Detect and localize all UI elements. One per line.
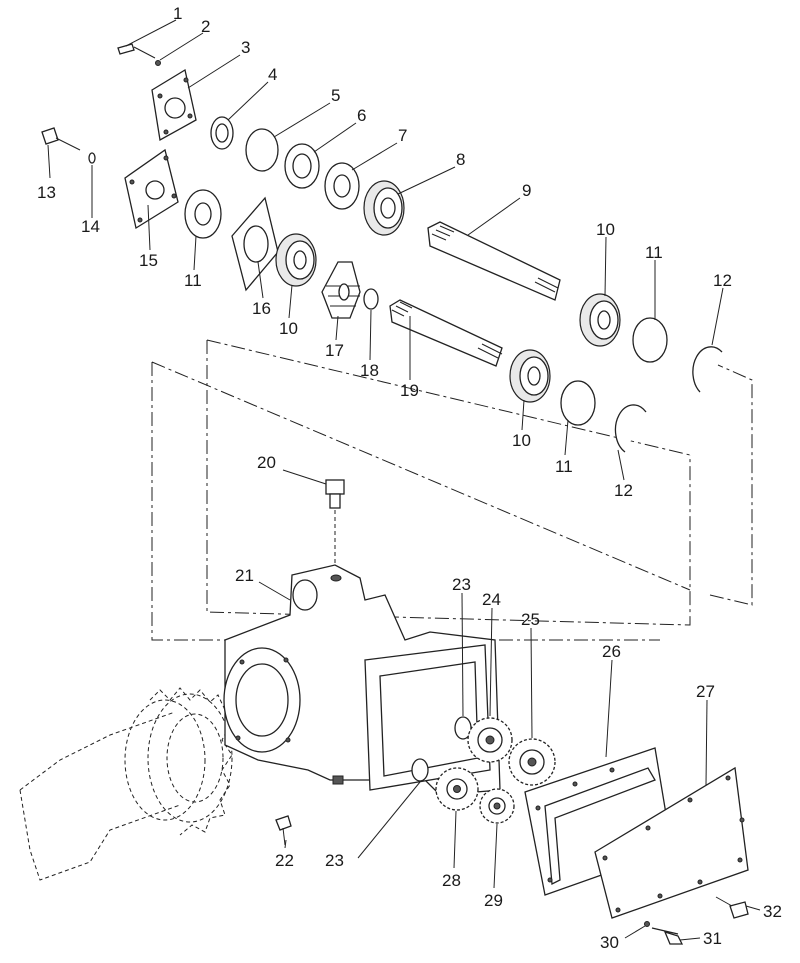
gear-29 xyxy=(479,788,515,824)
washer-30 xyxy=(644,921,650,927)
callout-24: 24 xyxy=(482,590,501,609)
callout-25: 25 xyxy=(521,610,540,629)
callout-10-upper: 10 xyxy=(596,220,615,239)
callout-27: 27 xyxy=(696,682,715,701)
callout-12-lower: 12 xyxy=(614,481,633,500)
washer-14 xyxy=(88,152,96,164)
gear-25 xyxy=(508,738,556,786)
callout-18: 18 xyxy=(360,361,379,380)
bearing-cover-3 xyxy=(151,68,197,142)
gear-28 xyxy=(435,767,479,811)
callout-15: 15 xyxy=(139,251,158,270)
bolt-31 xyxy=(651,927,684,945)
callout-13: 13 xyxy=(37,183,56,202)
callout-20: 20 xyxy=(257,453,276,472)
callout-10-lower: 10 xyxy=(512,431,531,450)
leader-lines xyxy=(47,19,761,941)
bolt-22 xyxy=(275,815,292,846)
callout-7: 7 xyxy=(398,126,407,145)
collar-18 xyxy=(363,288,379,310)
screw-1 xyxy=(117,43,156,59)
bearing-10-upper xyxy=(579,293,621,347)
bearing-8 xyxy=(363,180,405,236)
callout-11-left: 11 xyxy=(184,271,202,290)
bolt-32 xyxy=(729,901,749,919)
callout-22: 22 xyxy=(275,851,294,870)
washer-7 xyxy=(324,162,360,210)
bearing-10-lower xyxy=(509,349,551,403)
gear-24 xyxy=(467,717,513,763)
washer-2 xyxy=(155,60,161,66)
bushing-6 xyxy=(284,143,320,189)
callout-5: 5 xyxy=(331,86,340,105)
callout-10-left: 10 xyxy=(279,319,298,338)
callout-31: 31 xyxy=(703,929,722,948)
o-ring-5 xyxy=(245,128,279,172)
callout-19: 19 xyxy=(400,381,419,400)
callout-21: 21 xyxy=(235,566,254,585)
callout-11-upper: 11 xyxy=(645,243,663,262)
bearing-cover-15 xyxy=(124,148,179,230)
callout-2: 2 xyxy=(201,17,210,36)
callout-9: 9 xyxy=(522,181,531,200)
callout-23-upper: 23 xyxy=(452,575,471,594)
gearbox-housing-21 xyxy=(223,564,501,796)
breather-plug-20 xyxy=(325,479,345,565)
gasket-16 xyxy=(231,196,279,292)
callout-30: 30 xyxy=(600,933,619,952)
callout-32: 32 xyxy=(763,902,782,921)
callout-4: 4 xyxy=(268,65,277,84)
callout-6: 6 xyxy=(357,106,366,125)
bevel-gear-17 xyxy=(321,261,361,319)
callout-labels: 1 2 3 4 5 6 7 8 9 10 11 12 13 14 15 11 1… xyxy=(37,4,782,952)
callout-12-upper: 12 xyxy=(713,271,732,290)
callout-11-lower: 11 xyxy=(555,457,573,476)
assembly-envelope-lines xyxy=(151,339,753,641)
washer-11-lower xyxy=(560,380,596,426)
seal-4 xyxy=(210,116,234,150)
callout-17: 17 xyxy=(325,341,344,360)
callout-1: 1 xyxy=(173,4,182,23)
snap-ring-12-upper xyxy=(692,346,723,393)
callout-14: 14 xyxy=(81,217,100,236)
bearing-10-left xyxy=(275,233,317,287)
washer-11-left xyxy=(184,189,222,239)
callout-28: 28 xyxy=(442,871,461,890)
callout-23-lower: 23 xyxy=(325,851,344,870)
callout-3: 3 xyxy=(241,38,250,57)
callout-26: 26 xyxy=(602,642,621,661)
snap-ring-12-lower xyxy=(614,404,647,453)
callout-8: 8 xyxy=(456,150,465,169)
callout-16: 16 xyxy=(252,299,271,318)
seal-23-lower xyxy=(411,758,429,782)
callout-29: 29 xyxy=(484,891,503,910)
cover-plate-27 xyxy=(594,766,749,919)
shaft-9 xyxy=(427,221,561,301)
bolt-13 xyxy=(41,127,81,151)
shaft-19 xyxy=(389,299,503,367)
phantom-output-shaft xyxy=(19,687,233,881)
washer-11-upper xyxy=(632,317,668,363)
